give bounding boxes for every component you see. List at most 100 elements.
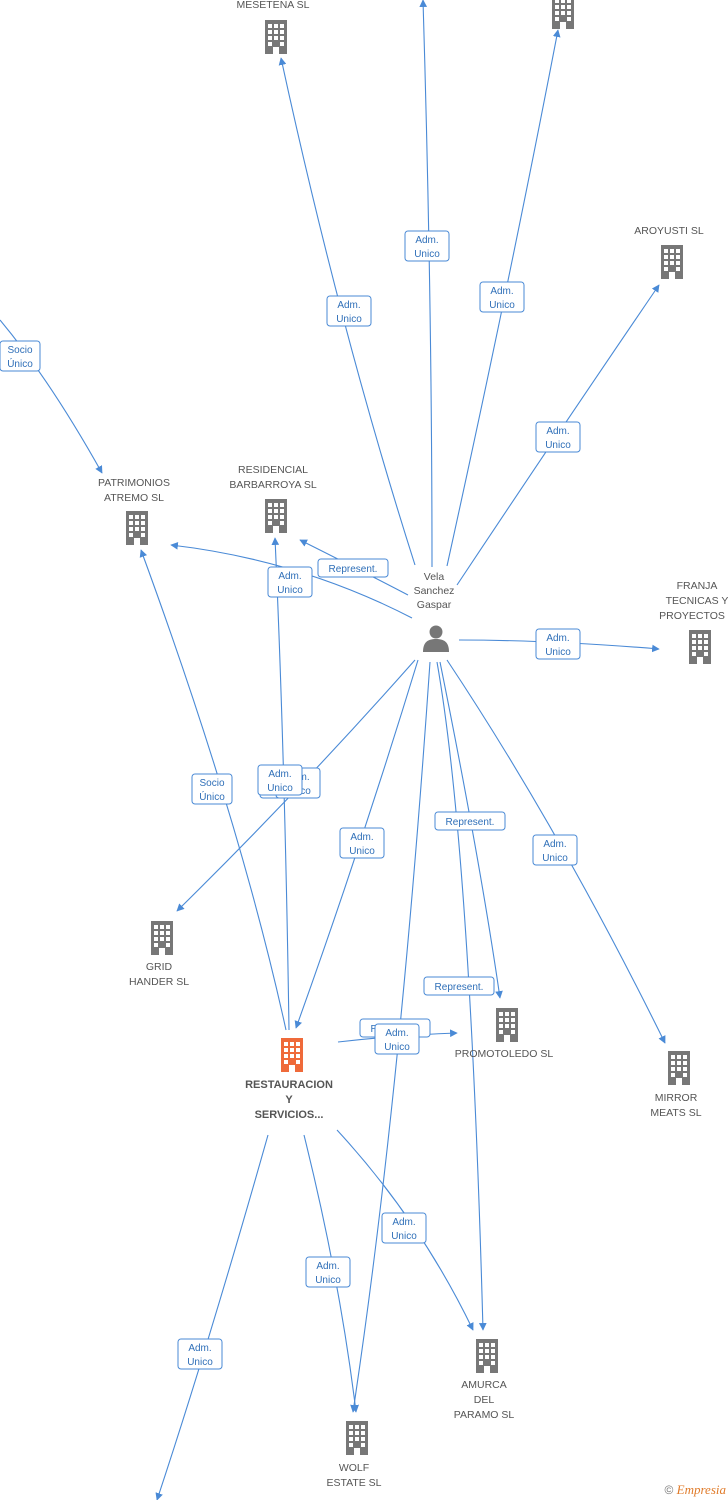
edge-label-text: Represent.: [435, 982, 484, 993]
edge-label-box[interactable]: Adm.Unico: [404, 230, 450, 262]
edge-label-box[interactable]: Adm. Unico: [339, 827, 385, 859]
node-label: PATRIMONIOS: [98, 477, 170, 489]
company-building-icon: [346, 1421, 368, 1455]
edge-label-frame: [535, 421, 581, 453]
edge-label-text: Adm.: [490, 286, 513, 297]
edge-label-text: Unico: [384, 1042, 410, 1053]
edge-label-text: Adm.: [188, 1343, 211, 1354]
edge-label-box[interactable]: Adm.Unico: [381, 1212, 427, 1244]
edge-label-text: Unico: [277, 585, 303, 596]
edge-label-box[interactable]: Represent.: [317, 558, 389, 578]
node-promotoledo[interactable]: PROMOTOLEDO SL: [455, 1008, 554, 1060]
edge-label-text: Adm.: [543, 839, 566, 850]
node-label: SERVICIOS...: [255, 1109, 324, 1121]
edge-label-frame: [423, 976, 495, 996]
node-label: GRID: [146, 961, 173, 973]
edge-label-frame: [326, 295, 372, 327]
edge-label-frame: [532, 834, 578, 866]
edge-label-box[interactable]: Adm. Unico: [535, 628, 581, 660]
edge-label-frame: [257, 764, 303, 796]
node-label: MEATS SL: [650, 1107, 701, 1119]
node-label: RESTAURACION: [245, 1079, 333, 1091]
node-label: MIRROR: [655, 1092, 698, 1104]
edge-label-text: Adm.: [268, 769, 291, 780]
edge-label-text: Unico: [545, 647, 571, 658]
edge-label-box[interactable]: Adm.Unico: [257, 764, 303, 796]
person-icon: [423, 625, 449, 652]
node-aroyusti[interactable]: AROYUSTI SL: [634, 225, 704, 279]
node-residencial[interactable]: RESIDENCIAL BARBARROYA SL: [229, 464, 317, 533]
edge-label-frame: [305, 1256, 351, 1288]
edge-label-box[interactable]: Represent.: [423, 976, 495, 996]
edge-label-box[interactable]: Adm.Unico: [535, 421, 581, 453]
node-label: HANDER SL: [129, 976, 189, 988]
node-label: Y: [285, 1094, 293, 1106]
node-mirror[interactable]: MIRROR MEATS SL: [650, 1051, 702, 1119]
edge-label-text: Adm.: [278, 571, 301, 582]
edge-label-frame: [479, 281, 525, 313]
node-label: BARBARROYA SL: [229, 479, 316, 491]
node-restauracion[interactable]: RESTAURACION Y SERVICIOS...: [245, 1038, 333, 1121]
node-label: TECNICAS Y: [666, 595, 728, 607]
edge-label-box[interactable]: Adm. Unico: [177, 1338, 223, 1370]
node-label: Sanchez: [414, 585, 455, 597]
edge-label-text: Adm.: [350, 832, 373, 843]
edge-label-text: Unico: [336, 314, 362, 325]
node-label: PARAMO SL: [454, 1409, 515, 1421]
edge-label-frame: [0, 340, 41, 372]
edge-label-box[interactable]: Adm.Unico: [305, 1256, 351, 1288]
node-top_right[interactable]: [552, 0, 574, 29]
edge-label-text: Adm.: [385, 1028, 408, 1039]
node-label: RESIDENCIAL: [238, 464, 308, 476]
company-building-icon: [668, 1051, 690, 1085]
edge-label-frame: [267, 566, 313, 598]
edge-label-box[interactable]: Adm. Unico: [326, 295, 372, 327]
node-grid[interactable]: GRID HANDER SL: [129, 921, 189, 988]
edge-label-text: Adm.: [392, 1217, 415, 1228]
edge-label-frame: [339, 827, 385, 859]
node-franja[interactable]: FRANJA TECNICAS Y PROYECTOS S: [659, 580, 728, 664]
edge-line: [419, 0, 433, 568]
node-label: Gaspar: [417, 599, 452, 611]
edge-label-frame: [191, 773, 233, 805]
node-label: WOLF: [339, 1462, 369, 1474]
edge-label-box[interactable]: Adm. Unico: [479, 281, 525, 313]
company-building-icon: [496, 1008, 518, 1042]
edge-label-text: Adm.: [546, 426, 569, 437]
edge-label-text: Único: [199, 790, 225, 803]
edge-line: [436, 661, 487, 1331]
node-label: PROYECTOS S: [659, 610, 728, 622]
empresia-logo[interactable]: Empresia: [676, 1482, 726, 1497]
node-label: FRANJA: [677, 580, 718, 592]
footer-credit: © Empresia: [664, 1482, 726, 1498]
edge-label-text: Adm.: [337, 300, 360, 311]
edge-label-text: Unico: [414, 249, 440, 260]
node-wolf[interactable]: WOLF ESTATE SL: [326, 1421, 382, 1489]
copyright-symbol: ©: [664, 1483, 674, 1497]
node-patrimonios[interactable]: PATRIMONIOS ATREMO SL: [98, 477, 170, 545]
edge-label-box[interactable]: Represent.: [434, 811, 506, 831]
node-label: Vela: [424, 571, 445, 583]
edge-label-text: Unico: [349, 846, 375, 857]
edge-label-text: Represent.: [446, 817, 495, 828]
edge-labels-layer: Adm.UnicoAdm.UnicoAdm.UnicoAdm.UnicoSoci…: [0, 230, 581, 1370]
edge-line: [139, 549, 287, 1031]
edge-label-text: Unico: [489, 300, 515, 311]
edge-label-box[interactable]: Adm.Unico: [532, 834, 578, 866]
node-mesetena[interactable]: MESETENA SL: [237, 0, 310, 54]
node-label: ESTATE SL: [326, 1477, 381, 1489]
edge-label-box[interactable]: Adm. Unico: [267, 566, 313, 598]
company-building-icon: [689, 630, 711, 664]
node-label: ATREMO SL: [104, 492, 164, 504]
edge-line: [0, 319, 103, 474]
node-label: AMURCA: [461, 1379, 507, 1391]
edge-label-text: Unico: [187, 1357, 213, 1368]
edge-label-text: Adm.: [546, 633, 569, 644]
edge-label-frame: [404, 230, 450, 262]
edge-label-box[interactable]: Adm. Unico: [374, 1023, 420, 1055]
edge-label-text: Represent.: [329, 564, 378, 575]
